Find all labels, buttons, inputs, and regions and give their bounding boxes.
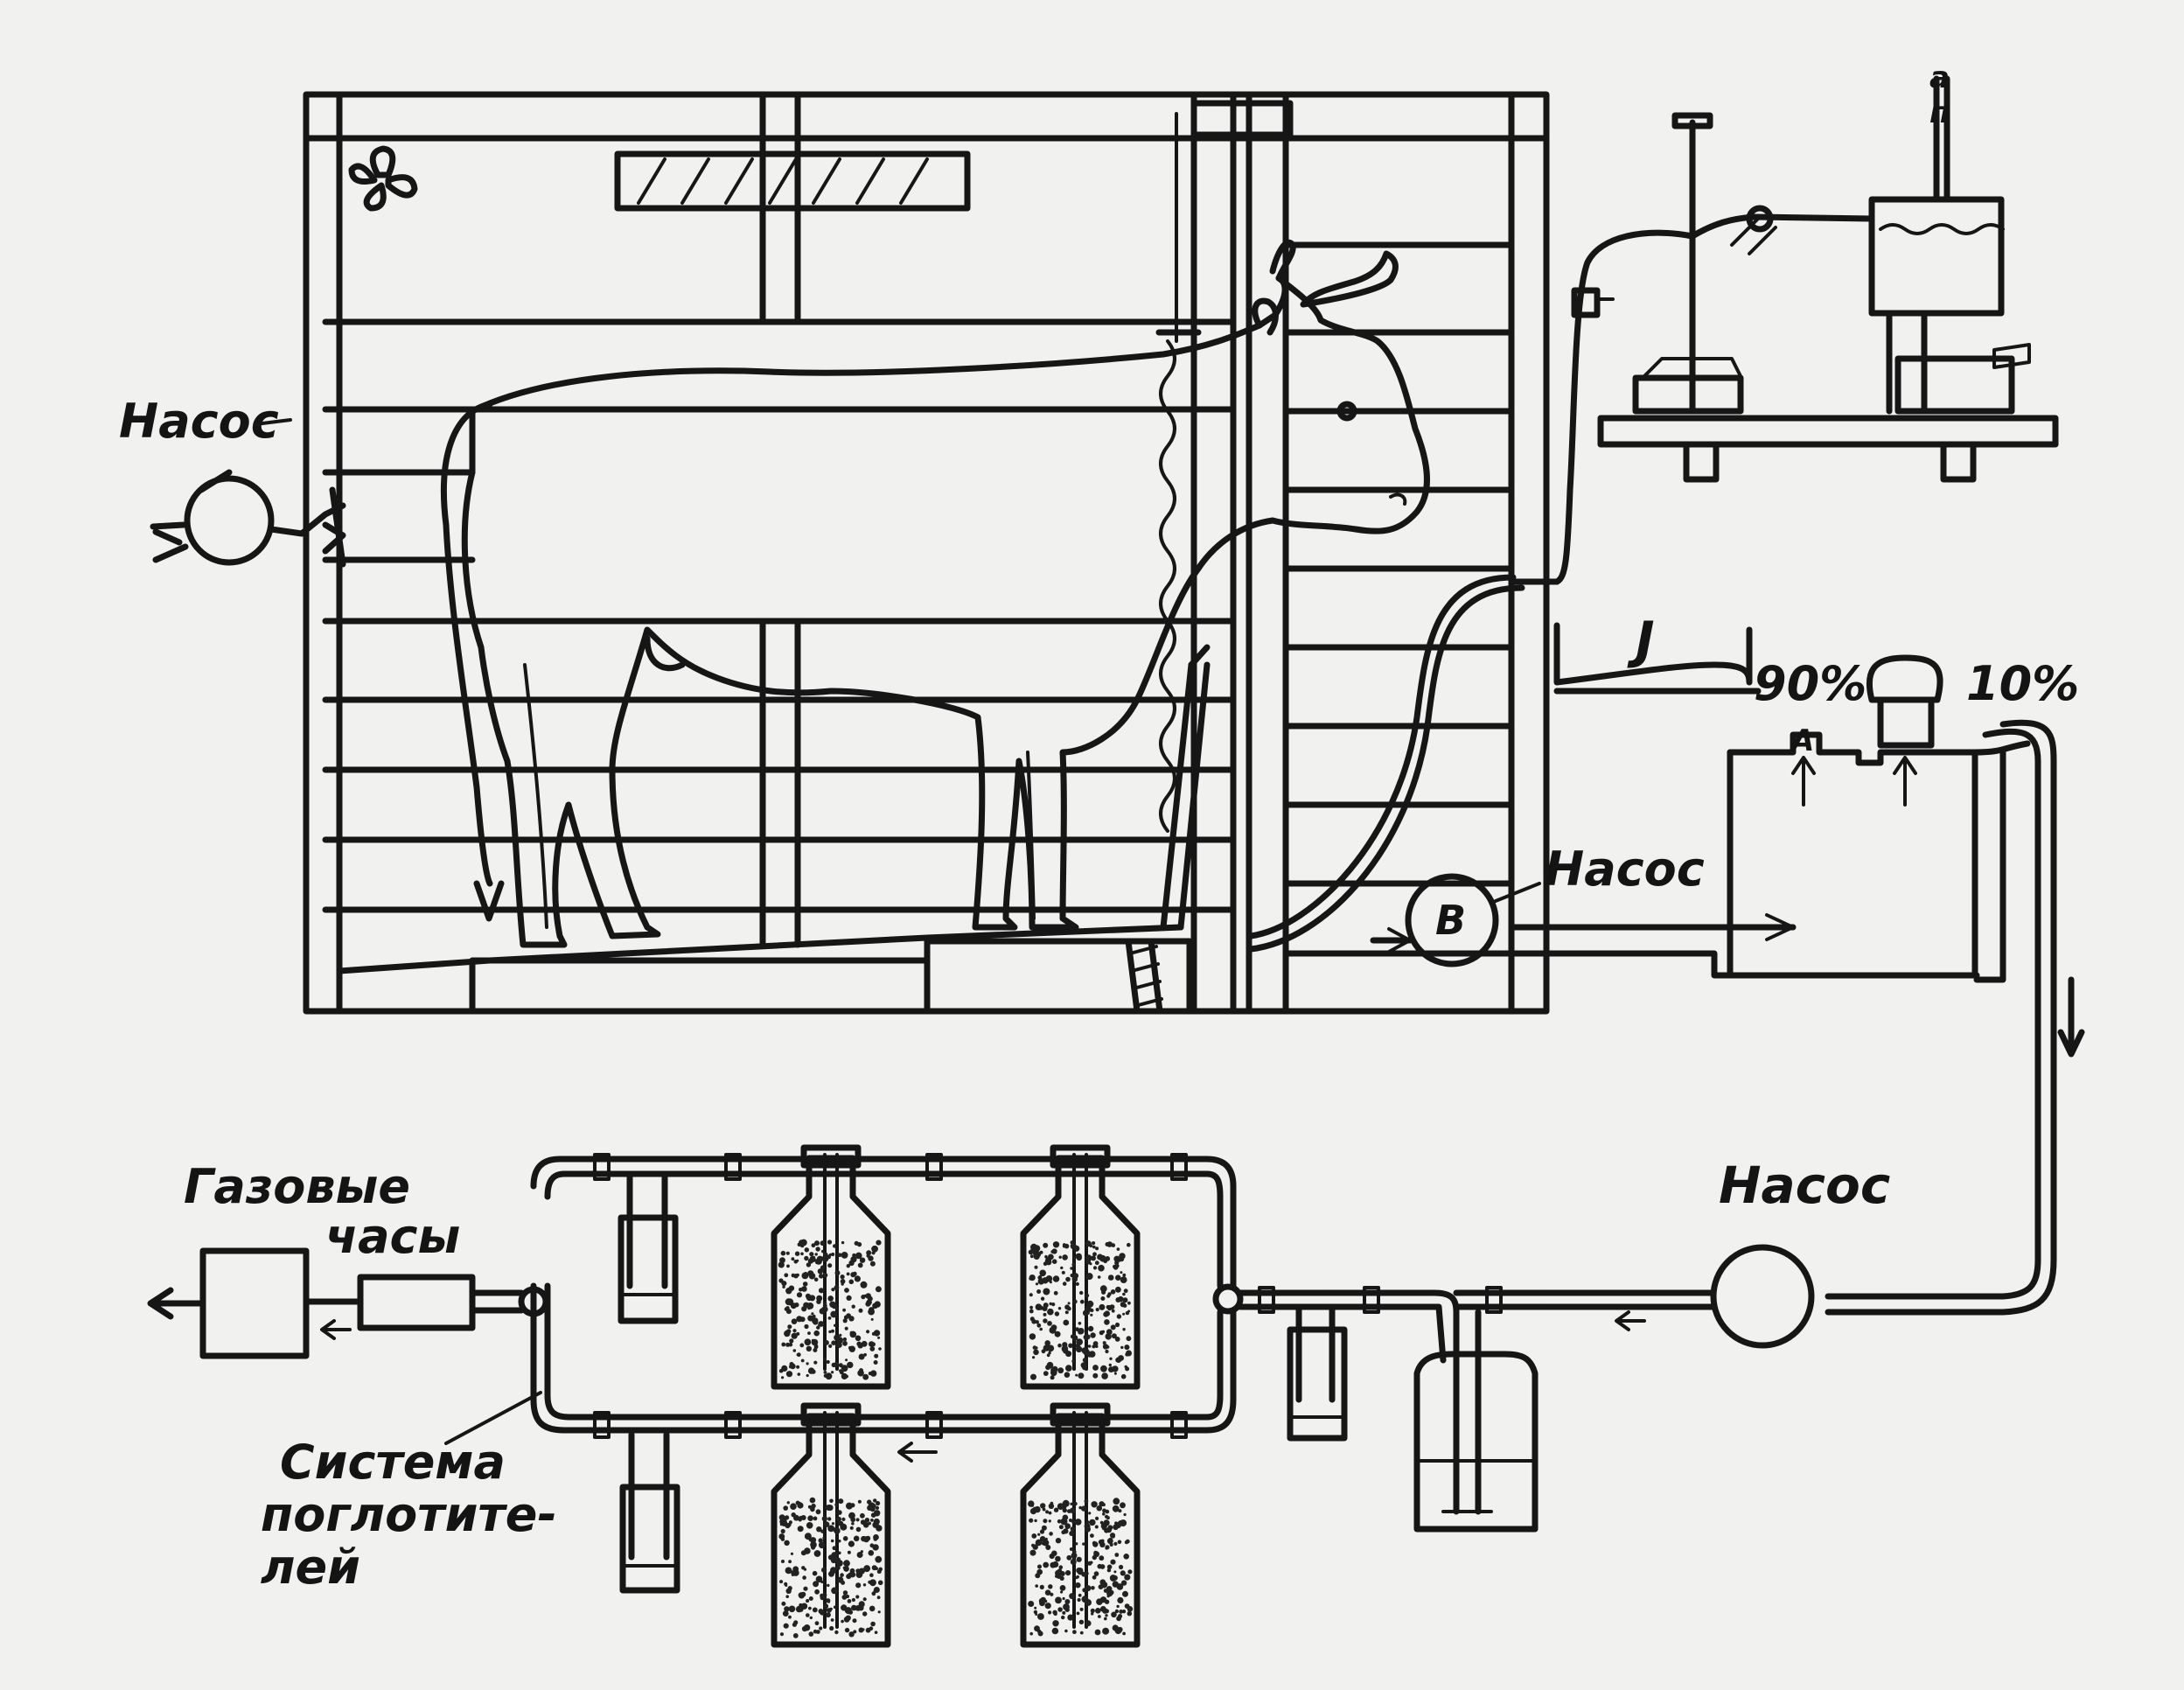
absorber-label-1: Система: [280, 1435, 506, 1490]
gas-clock-label-1: Газовые: [184, 1159, 410, 1214]
splitter-90-label: 90%: [1754, 656, 1867, 711]
gas-clock-label-2: часы: [325, 1209, 460, 1264]
trough-mark-j: J: [1627, 611, 1655, 670]
absorber-bottles: [771, 1144, 1141, 1648]
bottom-pump-circle: [1710, 1244, 1815, 1349]
absorber-pipeline: [147, 1144, 1543, 1648]
gas-clock-box: [199, 1247, 310, 1359]
splitter-mark-a: A: [1789, 723, 1814, 758]
tether-chain: [1155, 112, 1211, 931]
intake-pump-left: [150, 469, 346, 568]
pipe-couplings: [593, 1153, 1503, 1439]
pump-b-label: Насос: [1545, 842, 1705, 897]
absorber-label-2: поглотите-: [261, 1487, 557, 1542]
pump-b: [1247, 574, 1980, 979]
absorber-bottle: [771, 1402, 891, 1648]
apparatus-mark-p: п: [1929, 95, 1950, 130]
cow: [441, 240, 1430, 948]
left-wall-boards: [322, 91, 1237, 948]
absorber-bottle: [1020, 1402, 1141, 1648]
splitter-10-label: 10%: [1966, 656, 2079, 711]
wash-tube-2: [619, 1431, 680, 1594]
ceiling-heater: [614, 150, 971, 212]
gas-splitter: [1727, 654, 2031, 983]
final-bottle: [1413, 1309, 1539, 1533]
return-pipe: [1825, 719, 2085, 1316]
bottom-pump: [1536, 1244, 1815, 1349]
absorber-bottle: [771, 1144, 891, 1390]
chamber: [303, 91, 1550, 1015]
pump-b-letter: B: [1435, 897, 1466, 944]
absorber-bottle: [1020, 1144, 1141, 1390]
chamber-outer-frame: [303, 91, 1550, 1015]
apparatus-shelf: [1597, 415, 2059, 448]
recording-apparatus: [1510, 75, 2059, 585]
fan-icon: [348, 145, 418, 212]
absorber-label-3: лей: [261, 1540, 360, 1595]
wash-tube-1: [618, 1173, 679, 1324]
wash-tube-3: [1287, 1303, 1348, 1442]
stall-floor: [336, 924, 1193, 1015]
pump-b-circle: [1405, 873, 1499, 967]
bottom-pump-label: Насос: [1719, 1156, 1890, 1215]
pump-left-label: Насос: [119, 394, 279, 449]
apparatus-mark-a: a: [1929, 60, 1950, 95]
feed-trough: [1553, 622, 1762, 695]
